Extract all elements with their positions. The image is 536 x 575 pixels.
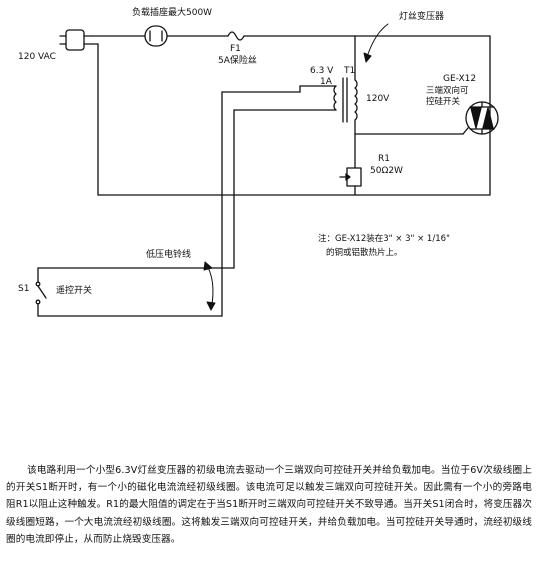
switch-s1-icon	[36, 268, 46, 316]
resistor-r1-icon	[340, 168, 361, 195]
ac-plug-icon	[60, 30, 92, 50]
fuse-spec-label: 5A保险丝	[218, 56, 257, 66]
triac-desc-label-2: 控硅开关	[426, 97, 461, 107]
primary-voltage-label: 120V	[366, 94, 390, 104]
circuit-diagram	[0, 0, 536, 460]
fuse-ref-label: F1	[230, 44, 241, 54]
heatsink-note: 注：GE-X12装在3" × 3" × 1/16" 的铜或铝散热片上。	[318, 232, 498, 260]
fuse-icon	[228, 32, 244, 40]
note-line-1: 注：GE-X12装在3" × 3" × 1/16"	[318, 234, 450, 244]
resistor-spec-label: 50Ω2W	[370, 166, 403, 176]
lamp-transformer-arrow	[364, 24, 388, 62]
switch-desc-label: 遥控开关	[56, 286, 93, 296]
secondary-current-label: 1A	[320, 77, 332, 87]
outlet-label: 负载插座最大500W	[132, 8, 213, 18]
voltage-in-label: 120 VAC	[18, 52, 56, 62]
bell-wire-label: 低压电铃线	[146, 250, 192, 260]
wire-triac-gate-v	[463, 128, 468, 134]
resistor-ref-label: R1	[378, 154, 390, 164]
primary-winding	[355, 80, 357, 120]
circuit-description: 该电路利用一个小型6.3V灯丝变压器的初级电流去驱动一个三端双向可控硅开关并给负…	[6, 462, 532, 548]
lamp-transformer-label: 灯丝变压器	[399, 12, 445, 22]
note-line-2: 的铜或铝散热片上。	[326, 248, 403, 258]
triac-icon	[466, 102, 498, 134]
triac-part-label: GE-X12	[443, 74, 477, 84]
switch-ref-label: S1	[18, 284, 30, 294]
description-paragraph: 该电路利用一个小型6.3V灯丝变压器的初级电流去驱动一个三端双向可控硅开关并给负…	[6, 465, 532, 545]
triac-desc-label-1: 三端双向可	[426, 86, 469, 96]
secondary-winding	[334, 86, 336, 110]
bell-wire-arrow	[204, 262, 215, 310]
load-outlet-icon	[145, 26, 167, 46]
secondary-voltage-label: 6.3 V	[310, 66, 334, 76]
transformer-ref-label: T1	[344, 66, 356, 76]
